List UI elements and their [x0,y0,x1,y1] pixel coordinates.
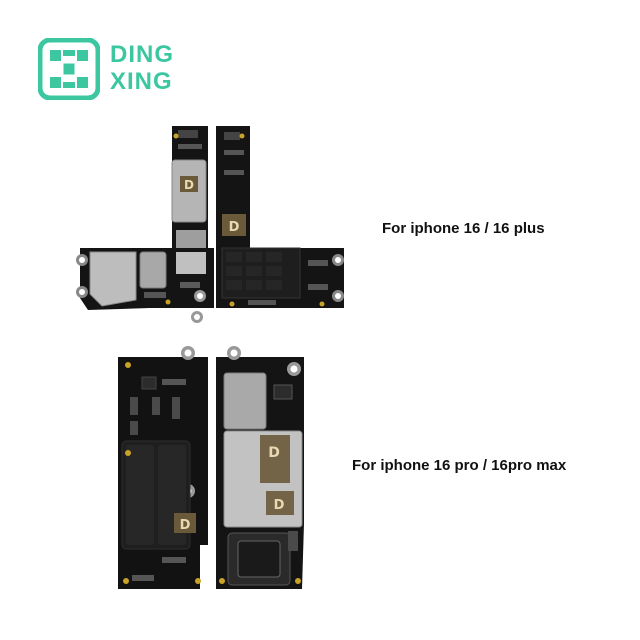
caption-iphone16: For iphone 16 / 16 plus [382,220,545,237]
brand-name: DING XING [110,42,174,96]
board-left-16: D [76,126,214,323]
board-image-iphone16pro: D D D [118,346,304,589]
brand-logo: DING XING [38,38,188,100]
board-left-16pro: D [118,346,208,589]
brand-name-line1: DING [110,41,174,68]
board-right-16pro: D D [216,346,304,589]
brand-name-line2: XING [110,68,173,95]
board-right-16: D [194,126,344,308]
svg-text:D: D [229,220,240,235]
svg-text:D: D [180,518,191,533]
svg-text:D: D [274,498,285,513]
svg-text:D: D [184,178,194,192]
dingxing-logo-icon [38,38,100,100]
caption-iphone16pro: For iphone 16 pro / 16pro max [352,457,567,474]
board-image-iphone16: D D [76,126,344,323]
svg-text:D: D [268,445,280,461]
